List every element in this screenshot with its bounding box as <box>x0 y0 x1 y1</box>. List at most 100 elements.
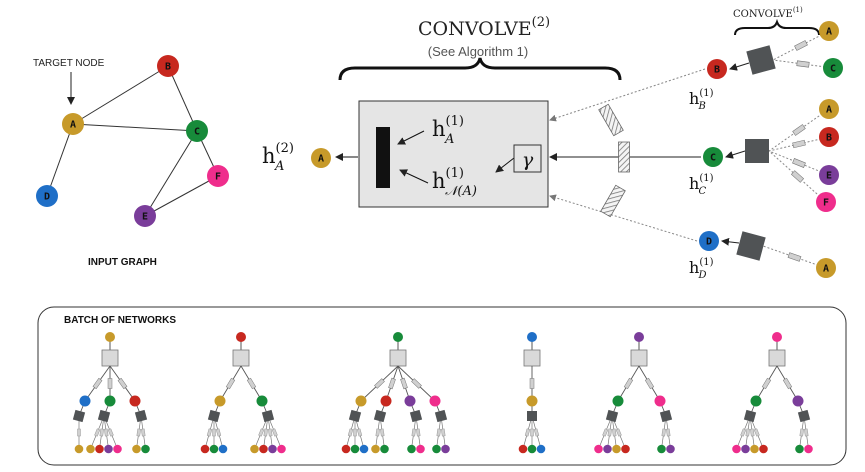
leaf-weight <box>411 428 416 437</box>
input-node-b-c-circle <box>823 58 843 78</box>
leaf-node-e-circle <box>603 444 612 454</box>
child-node-a-circle <box>355 395 367 407</box>
leaf-weight <box>416 428 421 437</box>
child-aggregator <box>207 409 221 423</box>
link-d-to-convolve2 <box>549 194 698 242</box>
leaf-node-a <box>750 444 759 454</box>
convolve2-title: CONVOLVE(2) <box>418 15 550 40</box>
leaf-weight <box>94 428 101 437</box>
leaf-node-c <box>380 444 389 454</box>
leaf-weight <box>612 428 617 437</box>
input-graph-edges <box>46 65 219 217</box>
leaf-node-f <box>732 444 741 454</box>
output-node-a-dot-circle <box>311 148 331 168</box>
child-node-c <box>612 395 624 407</box>
network-b <box>200 332 286 454</box>
convolve1-node-b: B <box>707 59 727 79</box>
leaf-weight <box>602 428 609 437</box>
aggregator-b <box>746 45 776 75</box>
leaf-weight <box>750 428 755 437</box>
graph-node-d-circle <box>36 185 58 207</box>
input-weight-c-e <box>792 158 806 168</box>
leaf-node-f-circle <box>277 444 286 454</box>
leaf-node-f <box>277 444 286 454</box>
agg-arrow-b <box>729 62 750 71</box>
leaf-weight <box>530 428 534 437</box>
output-node-a: A <box>311 148 331 168</box>
graph-node-c-label: C <box>194 127 200 138</box>
edge-a-c <box>72 123 198 132</box>
leaf-node-c-circle <box>795 444 804 454</box>
root-aggregator <box>389 349 407 367</box>
leaf-node-f <box>594 444 603 454</box>
child-weight <box>225 377 236 390</box>
leaf-weight <box>666 428 671 437</box>
convolve2-brace <box>338 57 622 81</box>
network-root <box>393 332 403 342</box>
leaf-node-a <box>86 444 95 454</box>
leaf-node-e <box>104 444 113 454</box>
child-node-e <box>404 395 416 407</box>
leaf-node-b <box>95 444 104 454</box>
leaf-node-a <box>74 444 84 454</box>
child-aggregator <box>261 409 275 423</box>
leaf-node-c-circle <box>407 444 416 454</box>
leaf-node-b <box>759 444 768 454</box>
root-aggregator <box>232 349 250 367</box>
child-aggregator <box>409 409 423 423</box>
input-node-b-c-label: C <box>830 64 836 75</box>
leaf-node-d <box>359 444 369 454</box>
h-b-1: h(1)B <box>689 88 714 112</box>
network-f <box>732 332 813 454</box>
network-e <box>594 332 675 454</box>
network-root-circle <box>634 332 644 342</box>
convolve1-node-b-label: B <box>714 65 720 76</box>
convolve1-node-c: C <box>703 147 723 167</box>
network-d <box>518 332 546 454</box>
child-node-c-circle <box>256 395 268 407</box>
child-weight <box>411 378 422 389</box>
h-c-1: h(1)C <box>689 173 714 197</box>
child-weight <box>782 377 793 390</box>
child-node-b <box>129 395 141 407</box>
network-root <box>105 332 115 342</box>
child-weight <box>92 377 103 390</box>
leaf-node-e <box>268 444 277 454</box>
convolve1-title: CONVOLVE(1) <box>733 6 803 20</box>
leaf-node-c <box>432 444 441 454</box>
child-node-f <box>654 395 666 407</box>
leaf-node-e <box>441 444 450 454</box>
leaf-weight <box>436 428 441 437</box>
leaf-weight <box>607 428 612 437</box>
leaf-weight <box>441 428 446 437</box>
convolve2-title-main: CONVOLVE <box>418 18 532 40</box>
batch-panel: BATCH OF NETWORKS <box>37 306 847 466</box>
input-weight-c-a <box>792 124 806 136</box>
input-node-c-a-circle <box>819 99 839 119</box>
network-root-circle <box>772 332 782 342</box>
leaf-node-b-circle <box>621 444 630 454</box>
input-node-d-a-circle <box>816 258 836 278</box>
h-neighborhood: h(1)𝒩(A) <box>432 166 477 199</box>
convolve1-links <box>549 30 834 269</box>
leaf-node-b <box>259 444 268 454</box>
h-d-1: h(1)D <box>689 257 714 281</box>
leaf-node-e <box>741 444 750 454</box>
leaf-weight <box>799 428 804 437</box>
input-node-c-b-circle <box>819 127 839 147</box>
network-root-circle <box>393 332 403 342</box>
graph-node-c-circle <box>186 120 208 142</box>
convolve2-block: CONVOLVE(2) (See Algorithm 1) h(1)A h(1)… <box>262 15 622 208</box>
gamma-box <box>513 144 542 173</box>
leaf-weight <box>263 428 268 437</box>
graph-node-a: A <box>62 113 84 135</box>
root-aggregator <box>630 349 648 367</box>
leaf-node-a-circle <box>74 444 84 454</box>
h-a-self: h(1)A <box>432 114 464 147</box>
child-node-f <box>429 395 441 407</box>
leaf-node-d <box>218 444 228 454</box>
network-root <box>527 332 537 342</box>
network-root-circle <box>105 332 115 342</box>
input-node-c-a: A <box>819 99 839 119</box>
graph-node-e-label: E <box>142 212 148 223</box>
